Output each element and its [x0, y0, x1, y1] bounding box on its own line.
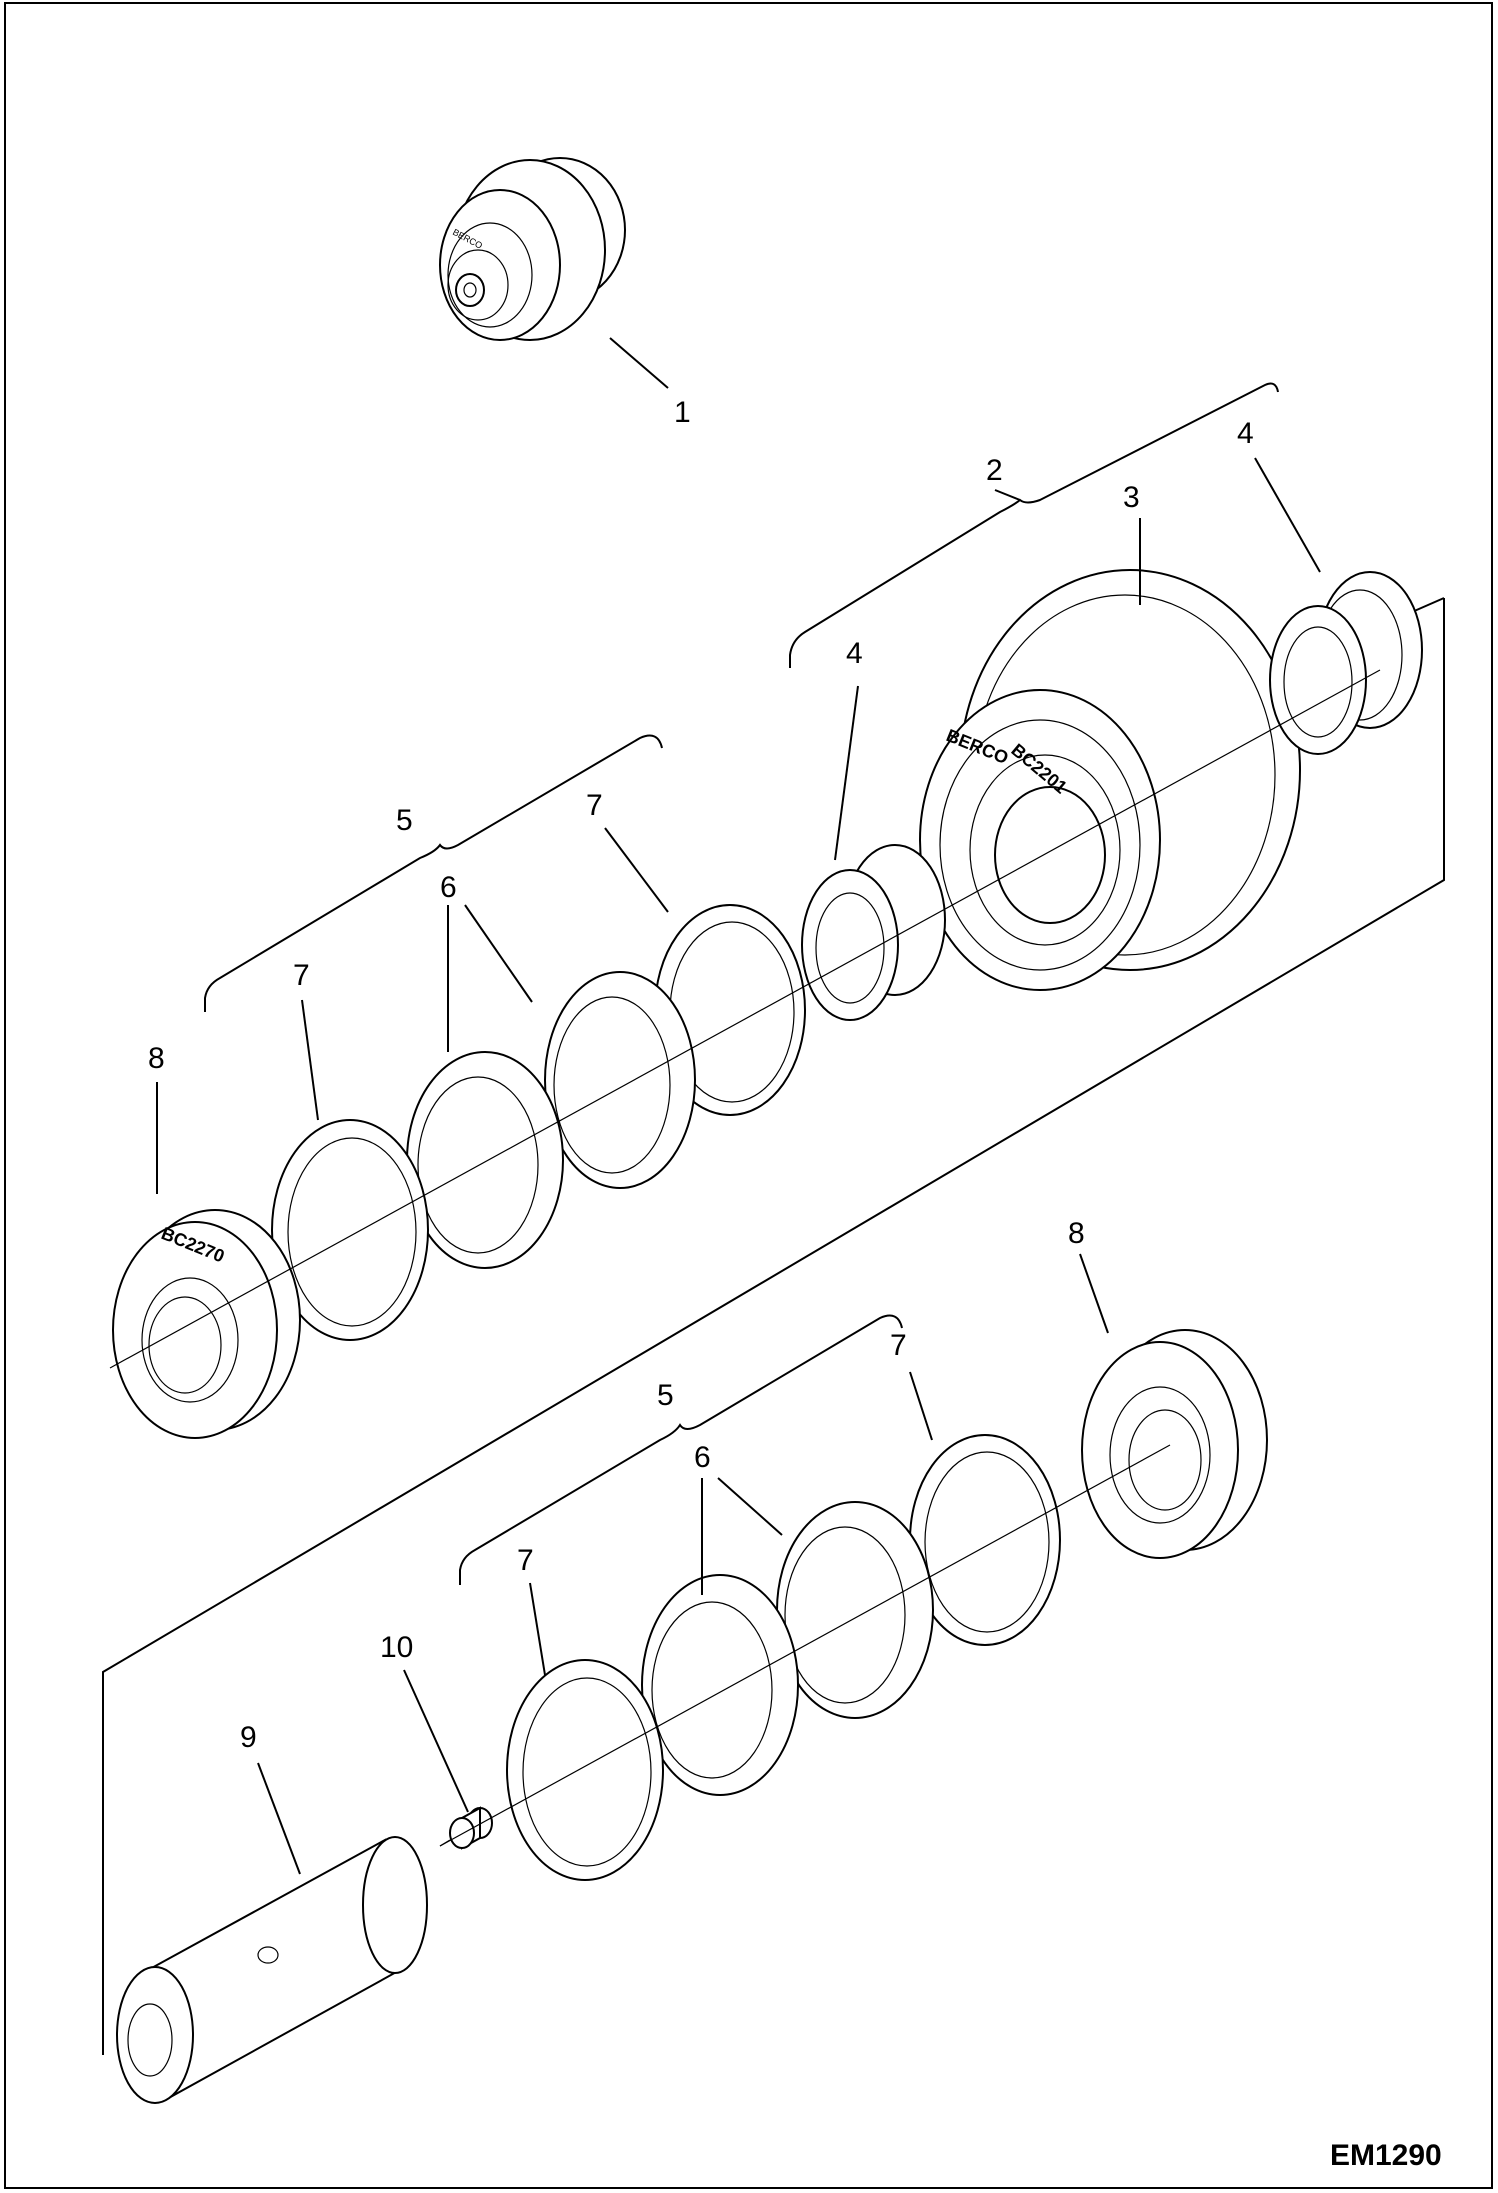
leader-10: [403, 1669, 469, 1813]
seal-part-6-lower-left: [641, 1574, 799, 1796]
bushing-part-4-right: [1269, 571, 1423, 755]
bracket-seal-kit-5-lower: [459, 1314, 903, 1585]
leader-7-lower-right: [909, 1371, 933, 1441]
callout-2: 2: [986, 454, 1003, 487]
leader-7-lower-left: [529, 1582, 546, 1676]
roller-body-part-3: BERCO BC2201: [919, 569, 1301, 991]
callout-5-lower: 5: [657, 1379, 674, 1412]
leader-4-left: [834, 685, 859, 861]
leader-7-upper-left: [301, 999, 319, 1121]
shaft-part-9: [116, 1836, 428, 2104]
callout-8-lower: 8: [1068, 1217, 1085, 1250]
callout-5-upper: 5: [396, 804, 413, 837]
seal-part-6-lower-right: [776, 1501, 934, 1719]
leader-2: [994, 489, 1021, 501]
assembly-axis-lower: [439, 1444, 1171, 1847]
leader-9: [257, 1762, 301, 1875]
leader-6-lower-b: [717, 1477, 783, 1536]
callout-3: 3: [1123, 481, 1140, 514]
assembly-axis-upper: [109, 669, 1381, 1369]
callout-6-upper: 6: [440, 871, 457, 904]
callout-4-left: 4: [846, 637, 863, 670]
callout-10: 10: [380, 1631, 413, 1664]
bracket-seal-kit-5-upper: [204, 734, 663, 1012]
callout-4-right: 4: [1237, 417, 1254, 450]
callout-7-lower-right: 7: [890, 1329, 907, 1362]
collar-part-8-upper: BC2270: [112, 1209, 301, 1439]
leader-4-right: [1254, 457, 1321, 573]
o-ring-part-7-upper-left: [271, 1119, 429, 1341]
callout-6-lower: 6: [694, 1441, 711, 1474]
leader-7-upper-right: [604, 827, 669, 913]
callout-7-upper-right: 7: [586, 789, 603, 822]
panel-outline: [102, 598, 1445, 2055]
leader-8-lower: [1079, 1253, 1109, 1334]
callout-7-lower-left: 7: [517, 1544, 534, 1577]
seal-part-6-upper-left: [406, 1051, 564, 1269]
callout-7-upper-left: 7: [293, 959, 310, 992]
leader-6-upper-b: [464, 904, 533, 1003]
callout-1: 1: [674, 396, 691, 429]
roller-assembly-part-1: BERCO: [439, 157, 626, 341]
collar-part-8-lower: [1081, 1329, 1268, 1559]
drawing-code: EM1290: [1330, 2139, 1442, 2172]
plug-part-10: [439, 1806, 493, 1850]
leader-1: [609, 337, 669, 389]
bushing-part-4-left: [801, 844, 946, 1021]
o-ring-part-7-lower-left: [506, 1659, 664, 1881]
page-border: [4, 2, 1493, 2189]
callout-8-upper: 8: [148, 1042, 165, 1075]
callout-9: 9: [240, 1721, 257, 1754]
seal-part-6-upper-right: [544, 971, 696, 1189]
panel-top-edge: [1411, 597, 1445, 613]
